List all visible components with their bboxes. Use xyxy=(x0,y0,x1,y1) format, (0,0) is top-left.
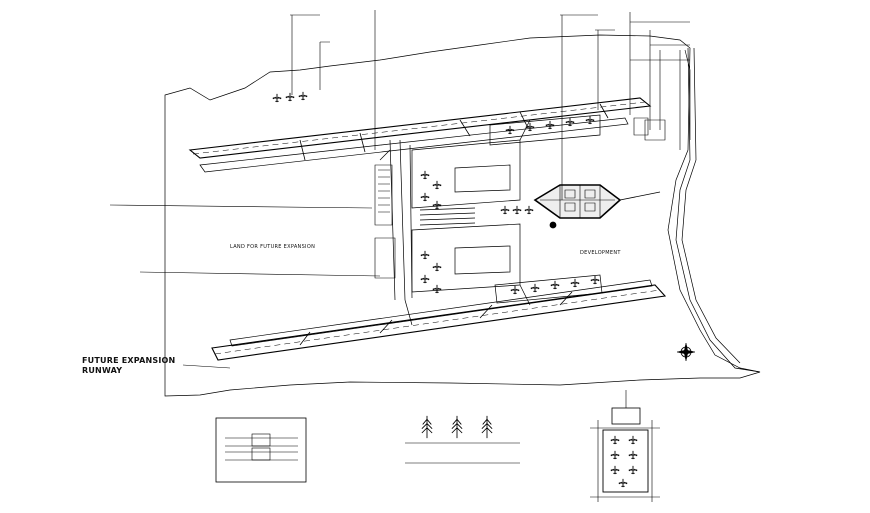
aircraft-icon xyxy=(628,450,638,460)
aircraft-icon xyxy=(285,92,295,102)
aircraft-icon xyxy=(585,115,595,125)
aircraft-icon xyxy=(510,285,520,295)
aircraft-icon xyxy=(420,192,430,202)
tree-icon xyxy=(421,415,433,439)
top-runway xyxy=(188,97,652,173)
aircraft-icon xyxy=(420,250,430,260)
aircraft-icon xyxy=(525,122,535,132)
runway-label: RUNWAY xyxy=(82,366,123,375)
aircraft-icon xyxy=(432,284,442,294)
aircraft-icon xyxy=(550,280,560,290)
aircraft-icon xyxy=(524,205,534,215)
aircraft-icon xyxy=(618,478,628,488)
aircraft-icon xyxy=(610,450,620,460)
terminal-building xyxy=(533,184,661,229)
aircraft-icon xyxy=(432,262,442,272)
aircraft-icon xyxy=(298,91,308,101)
aircraft-icon xyxy=(432,200,442,210)
aircraft-icon xyxy=(272,93,282,103)
aircraft-icon xyxy=(545,120,555,130)
aircraft-icon xyxy=(530,283,540,293)
bottom-runway xyxy=(211,279,667,361)
aircraft-icon xyxy=(420,274,430,284)
legend-detail-stand xyxy=(590,390,660,502)
future-expansion-label: FUTURE EXPANSION xyxy=(82,356,176,365)
aircraft-icon xyxy=(590,275,600,285)
development-label: DEVELOPMENT xyxy=(580,250,621,256)
access-road xyxy=(675,47,761,373)
aircraft-icon xyxy=(500,205,510,215)
aircraft-icon xyxy=(628,465,638,475)
aircraft-icon xyxy=(512,205,522,215)
aircraft-icon xyxy=(610,465,620,475)
callout-leaders xyxy=(109,10,691,369)
aircraft-icon xyxy=(565,117,575,127)
aircraft-icon xyxy=(420,170,430,180)
compass-rose-icon xyxy=(676,342,696,362)
land-for-future-label: LAND FOR FUTURE EXPANSION xyxy=(230,244,316,250)
tree-icon xyxy=(451,415,463,439)
site-boundary xyxy=(164,34,761,397)
taxiway-network xyxy=(379,114,603,326)
apron-parking xyxy=(374,164,396,279)
aircraft-icon xyxy=(628,435,638,445)
tree-icon xyxy=(481,415,493,439)
legend-detail-trees xyxy=(405,415,520,464)
aircraft-icon xyxy=(505,125,515,135)
aircraft-icon xyxy=(570,278,580,288)
aircraft-icon xyxy=(432,180,442,190)
legend-detail-runway xyxy=(215,417,307,483)
aircraft-icon xyxy=(610,435,620,445)
